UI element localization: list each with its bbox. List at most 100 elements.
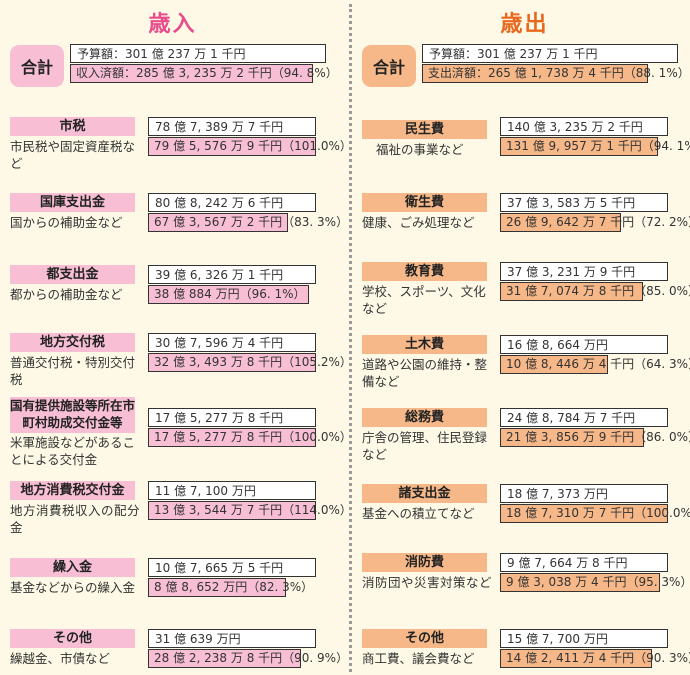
revenue-item-budget: 10 億 7, 665 万 5 千円 — [148, 558, 316, 577]
expenditure-item-label: 諸支出金 — [362, 484, 487, 503]
revenue-item-box: 30 億 7, 596 万 4 千円 32 億 3, 493 万 8 千円（10… — [148, 333, 352, 372]
expenditure-item-label: 土木費 — [362, 335, 487, 354]
revenue-item-exec-bar — [148, 649, 301, 668]
expenditure-item-exec-text: 18 億 7, 310 万 7 千円（100.0%） — [506, 506, 690, 520]
expenditure-item-exec-bar — [500, 355, 609, 374]
expenditure-item-desc: 庁舎の管理、住民登録など — [362, 430, 488, 462]
revenue-item-budget: 11 億 7, 100 万円 — [148, 481, 316, 500]
revenue-item-exec-text: 8 億 8, 652 万円（82. 3%） — [154, 580, 314, 594]
expenditure-item-desc: 福祉の事業など — [376, 142, 464, 157]
expenditure-item-desc: 健康、ごみ処理など — [362, 215, 475, 230]
expenditure-item-exec: 21 億 3, 856 万 9 千円（86. 0%） — [500, 428, 690, 447]
expenditure-item-exec: 10 億 8, 446 万 4 千円（64. 3%） — [500, 355, 690, 374]
revenue-item-label: その他 — [10, 629, 135, 648]
expenditure-item-exec-text: 131 億 9, 957 万 1 千円（94. 1%） — [506, 139, 690, 153]
revenue-total-exec-bar — [70, 64, 313, 83]
expenditure-total-exec-bar — [422, 64, 648, 83]
revenue-item-budget: 78 億 7, 389 万 7 千円 — [148, 117, 316, 136]
expenditure-item-exec-text: 10 億 8, 446 万 4 千円（64. 3%） — [506, 357, 690, 371]
expenditure-item-desc: 消防団や災害対策など — [362, 575, 493, 590]
expenditure-item-label: 消防費 — [362, 553, 487, 572]
expenditure-item-exec-bar — [500, 504, 668, 523]
revenue-item-label: 繰入金 — [10, 558, 135, 577]
revenue-item-label: 国庫支出金 — [10, 193, 135, 212]
revenue-item-desc: 都からの補助金など — [10, 287, 123, 302]
revenue-item-exec: 17 億 5, 277 万 8 千円（100.0%） — [148, 428, 352, 447]
revenue-item-desc: 繰越金、市債など — [10, 651, 111, 666]
revenue-item-exec: 79 億 5, 576 万 9 千円（101.0%） — [148, 137, 352, 156]
expenditure-item-label: 総務費 — [362, 408, 487, 427]
expenditure-item-exec: 9 億 3, 038 万 4 千円（95. 3%） — [500, 573, 690, 592]
revenue-total-budget: 予算額：301 億 237 万 1 千円 — [70, 44, 326, 63]
revenue-item-exec-bar — [148, 213, 288, 232]
expenditure-heading: 歳出 — [500, 12, 549, 37]
expenditure-item-exec-text: 14 億 2, 411 万 4 千円（90. 3%） — [506, 651, 690, 665]
revenue-item-exec: 8 億 8, 652 万円（82. 3%） — [148, 578, 316, 597]
expenditure-item-budget: 9 億 7, 664 万 8 千円 — [500, 553, 668, 572]
expenditure-item-budget: 16 億 8, 664 万円 — [500, 335, 668, 354]
revenue-total-exec: 収入済額：285 億 3, 235 万 2 千円（94. 8%） — [70, 64, 338, 83]
expenditure-item-exec-text: 26 億 9, 642 万 7 千円（72. 2%） — [506, 215, 690, 229]
expenditure-item-budget: 37 億 3, 583 万 5 千円 — [500, 193, 668, 212]
expenditure-item-exec-text: 21 億 3, 856 万 9 千円（86. 0%） — [506, 430, 690, 444]
revenue-item-desc: 地方消費税収入の配分金 — [10, 503, 141, 535]
expenditure-item-desc: 商工費、議会費など — [362, 651, 475, 666]
revenue-item-exec-bar — [148, 137, 316, 156]
revenue-item-exec-bar — [148, 578, 287, 597]
revenue-item-desc: 普通交付税・特別交付税 — [10, 355, 136, 387]
revenue-item-exec: 13 億 3, 544 万 7 千円（114.0%） — [148, 501, 352, 520]
expenditure-item-label: その他 — [362, 629, 487, 648]
expenditure-item-budget: 140 億 3, 235 万 2 千円 — [500, 117, 668, 136]
expenditure-item-desc: 基金への積立てなど — [362, 506, 475, 521]
revenue-item-label: 地方消費税交付金 — [10, 481, 135, 500]
revenue-item-box: 78 億 7, 389 万 7 千円 79 億 5, 576 万 9 千円（10… — [148, 117, 352, 156]
expenditure-total-budget: 予算額：301 億 237 万 1 千円 — [422, 44, 678, 63]
expenditure-item-box: 37 億 3, 583 万 5 千円 26 億 9, 642 万 7 千円（72… — [500, 193, 690, 232]
revenue-item-exec: 32 億 3, 493 万 8 千円（105.2%） — [148, 353, 352, 372]
expenditure-item-exec-bar — [500, 282, 643, 301]
revenue-item-exec-bar — [148, 285, 310, 304]
expenditure-item-exec: 31 億 7, 074 万 8 千円（85. 0%） — [500, 282, 690, 301]
revenue-item-box: 80 億 8, 242 万 6 千円 67 億 3, 567 万 2 千円（83… — [148, 193, 348, 232]
revenue-item-desc: 市民税や固定資産税など — [10, 139, 136, 171]
revenue-item-desc: 国からの補助金など — [10, 215, 123, 230]
expenditure-total-label: 合計 — [362, 45, 416, 87]
expenditure-item-label: 民生費 — [362, 120, 487, 139]
revenue-item-exec-text: 13 億 3, 544 万 7 千円（114.0%） — [154, 503, 352, 517]
revenue-column: 歳入 合計 予算額：301 億 237 万 1 千円 収入済額：285 億 3,… — [10, 12, 352, 668]
revenue-item-box: 11 億 7, 100 万円 13 億 3, 544 万 7 千円（114.0%… — [148, 481, 352, 520]
expenditure-item-budget: 15 億 7, 700 万円 — [500, 629, 668, 648]
expenditure-total-exec-text: 支出済額：265 億 1, 738 万 4 千円（88. 1%） — [428, 66, 690, 80]
expenditure-item-exec-text: 31 億 7, 074 万 8 千円（85. 0%） — [506, 284, 690, 298]
expenditure-item-budget: 24 億 8, 784 万 7 千円 — [500, 408, 668, 427]
revenue-item-exec-text: 67 億 3, 567 万 2 千円（83. 3%） — [154, 215, 349, 229]
revenue-item-budget: 17 億 5, 277 万 8 千円 — [148, 408, 316, 427]
revenue-item-budget: 30 億 7, 596 万 4 千円 — [148, 333, 316, 352]
revenue-item-box: 17 億 5, 277 万 8 千円 17 億 5, 277 万 8 千円（10… — [148, 408, 352, 447]
revenue-item-budget: 80 億 8, 242 万 6 千円 — [148, 193, 316, 212]
revenue-item-budget: 39 億 6, 326 万 1 千円 — [148, 265, 316, 284]
expenditure-column: 歳出 合計 予算額：301 億 237 万 1 千円 支出済額：265 億 1,… — [352, 0, 690, 675]
expenditure-item-box: 140 億 3, 235 万 2 千円 131 億 9, 957 万 1 千円（… — [500, 117, 690, 156]
expenditure-item-desc: 学校、スポーツ、文化など — [362, 284, 486, 316]
expenditure-item-box: 16 億 8, 664 万円 10 億 8, 446 万 4 千円（64. 3%… — [500, 335, 690, 374]
revenue-item-exec-bar — [148, 501, 316, 520]
column-divider — [349, 4, 352, 672]
revenue-item-box: 31 億 639 万円 28 億 2, 238 万 8 千円（90. 9%） — [148, 629, 348, 668]
revenue-item-exec-text: 28 億 2, 238 万 8 千円（90. 9%） — [154, 651, 349, 665]
revenue-item-exec-text: 32 億 3, 493 万 8 千円（105.2%） — [154, 355, 352, 369]
expenditure-item-label: 教育費 — [362, 262, 487, 281]
revenue-item-exec-bar — [148, 428, 316, 447]
expenditure-item-exec: 131 億 9, 957 万 1 千円（94. 1%） — [500, 137, 690, 156]
expenditure-item-exec: 18 億 7, 310 万 7 千円（100.0%） — [500, 504, 690, 523]
revenue-total-exec-text: 収入済額：285 億 3, 235 万 2 千円（94. 8%） — [76, 66, 338, 80]
expenditure-item-box: 37 億 3, 231 万 9 千円 31 億 7, 074 万 8 千円（85… — [500, 262, 690, 301]
expenditure-item-exec: 26 億 9, 642 万 7 千円（72. 2%） — [500, 213, 690, 232]
revenue-item-exec: 67 億 3, 567 万 2 千円（83. 3%） — [148, 213, 348, 232]
revenue-total-box: 予算額：301 億 237 万 1 千円 収入済額：285 億 3, 235 万… — [70, 44, 338, 83]
expenditure-item-box: 18 億 7, 373 万円 18 億 7, 310 万 7 千円（100.0%… — [500, 484, 690, 523]
revenue-item-label: 都支出金 — [10, 265, 135, 284]
revenue-item-exec-text: 38 億 884 万円（96. 1%） — [154, 287, 306, 301]
revenue-item-exec: 38 億 884 万円（96. 1%） — [148, 285, 316, 304]
